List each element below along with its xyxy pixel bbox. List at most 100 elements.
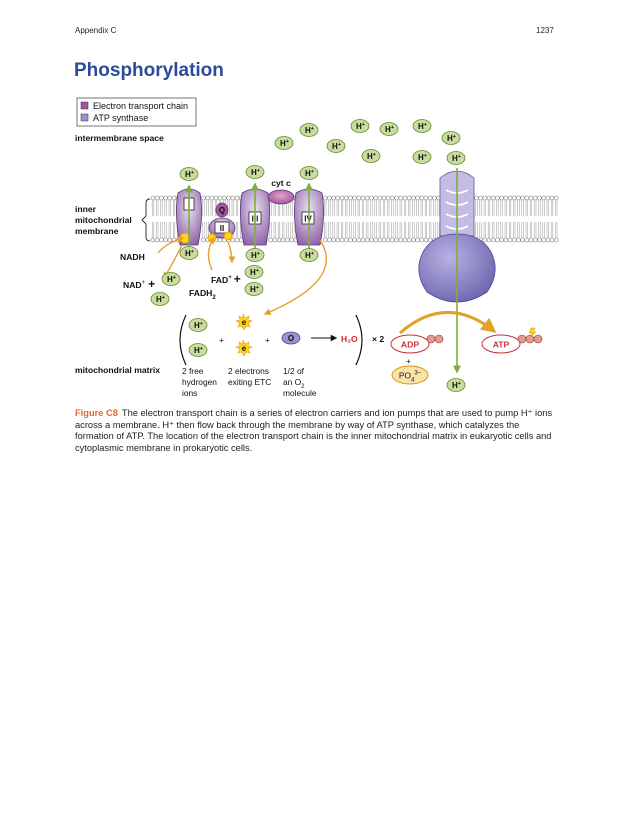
label-membrane-line1: inner [75,204,97,214]
legend-swatch-etc [80,101,89,110]
desc-free-line1: 2 free [182,366,204,376]
adp: ADP [390,334,444,354]
hydrogen-ion-label: H+ [251,251,260,260]
hydrogen-ion [379,122,399,136]
label-membrane-line3: membrane [75,226,119,236]
hydrogen-ion-label: H+ [167,275,176,284]
adp-label: ADP [401,340,419,350]
hydrogen-ions: H+ H+ H+ H+ H+ H+ H+ H+ H+ H+ H+ H+ H+ H+ H+ H+ H+ H+ H+ H+… [150,119,466,392]
fadh2-label: FADH2 [189,288,216,301]
hydrogen-ion [179,167,199,181]
hydrogen-ion-label: H+ [280,139,289,148]
cyt-c-label: cyt c [271,178,291,188]
hydrogen-ion-label: H+ [418,122,427,131]
hydrogen-ion-label: H+ [250,285,259,294]
complex-ii-label: II [220,224,224,233]
hydrogen-ion-label: H+ [156,295,165,304]
nadh-label: NADH [120,252,145,262]
legend-item-atp-synthase: ATP synthase [93,113,148,123]
hydrogen-ion-label: H+ [332,142,341,151]
electron-label: e [242,318,247,327]
hydrogen-ion-label: H+ [367,152,376,161]
hydrogen-ion-label: H+ [418,153,427,162]
hydrogen-ion [245,165,265,179]
electron-icon: e [235,313,253,331]
hydrogen-ion [326,139,346,153]
page-title: Phosphorylation [74,60,224,81]
phosphate-label: PO43– [399,371,422,384]
electron-transport-figure: Electron transport chain ATP synthase in… [75,97,559,398]
water-formation-reaction: + + e e O H₂O × 2 2 free hydrogen ions 2… [179,313,384,398]
desc-oxygen-line1: 1/2 of [283,366,305,376]
hydrogen-ion-label: H+ [185,170,194,179]
hydrogen-ion-label: H+ [385,125,394,134]
hydrogen-ion-label: H+ [185,249,194,258]
label-intermembrane-space: intermembrane space [75,133,164,143]
desc-free-line3: ions [182,388,197,398]
hydrogen-ion [446,378,466,392]
hydrogen-ion [446,151,466,165]
membrane-bracket [141,198,151,242]
ubiquinone-q-label: Q [219,206,225,215]
hydrogen-ion-label: H+ [194,321,203,330]
water-label: H₂O [341,334,358,344]
hydrogen-ion-label: H+ [452,381,461,390]
electron-flow-arrows [157,236,497,335]
hydrogen-ion-label: H+ [452,154,461,163]
hydrogen-ion [244,265,264,279]
desc-oxygen-line2: an O2 [283,377,305,390]
desc-electrons-line2: exiting ETC [228,377,271,387]
hydrogen-ion-label: H+ [194,346,203,355]
desc-electrons-line1: 2 electrons [228,366,269,376]
nad-label: NAD++ [123,277,155,291]
desc-oxygen-line3: molecule [283,388,317,398]
hydrogen-ion [188,318,208,332]
atp-synthase [418,168,496,374]
desc-free-line2: hydrogen [182,377,217,387]
hydrogen-ion [299,123,319,137]
hydrogen-ion [244,282,264,296]
phosphate: PO43– [391,365,429,385]
hydrogen-ion [161,272,181,286]
caption-text: The electron transport chain is a series… [75,408,553,453]
hydrogen-ion-label: H+ [305,126,314,135]
cytochrome-c: cyt c [267,178,295,205]
running-header-section: Appendix C [75,26,117,35]
legend-swatch-atp-synthase [80,113,89,122]
hydrogen-ion [150,292,170,306]
hydrogen-ion [299,166,319,180]
hydrogen-ion [350,119,370,133]
complex-ii: II Q [208,202,236,239]
plus-sign: + [406,356,411,366]
atp: ATP [481,327,543,354]
hydrogen-ion-label: H+ [251,168,260,177]
hydrogen-ion-label: H+ [447,134,456,143]
hydrogen-ion [274,136,294,150]
hydrogen-ion [299,248,319,262]
hydrogen-ion-label: H+ [250,268,259,277]
fad-label: FAD++ [211,272,241,286]
hydrogen-ion-label: H+ [356,122,365,131]
hydrogen-ion [361,149,381,163]
electron-icon: e [235,339,253,357]
hydrogen-ion [245,248,265,262]
legend-item-etc: Electron transport chain [93,101,188,111]
label-membrane-line2: mitochondrial [75,215,132,225]
hydrogen-ion [179,246,199,260]
plus-sign: + [219,335,224,345]
hydrogen-ion [412,119,432,133]
hydrogen-ion [441,131,461,145]
plus-sign: + [265,335,270,345]
legend: Electron transport chain ATP synthase [76,97,197,127]
hydrogen-ion [412,150,432,164]
label-mitochondrial-matrix: mitochondrial matrix [75,365,160,375]
electron-label: e [242,344,247,353]
hydrogen-ion-label: H+ [305,251,314,260]
times-two-label: × 2 [372,334,384,344]
figure-label: Figure C8 [75,408,118,418]
hydrogen-ion [188,343,208,357]
hydrogen-ion-label: H+ [305,169,314,178]
atp-label: ATP [493,340,510,350]
oxygen-atom [281,331,301,345]
